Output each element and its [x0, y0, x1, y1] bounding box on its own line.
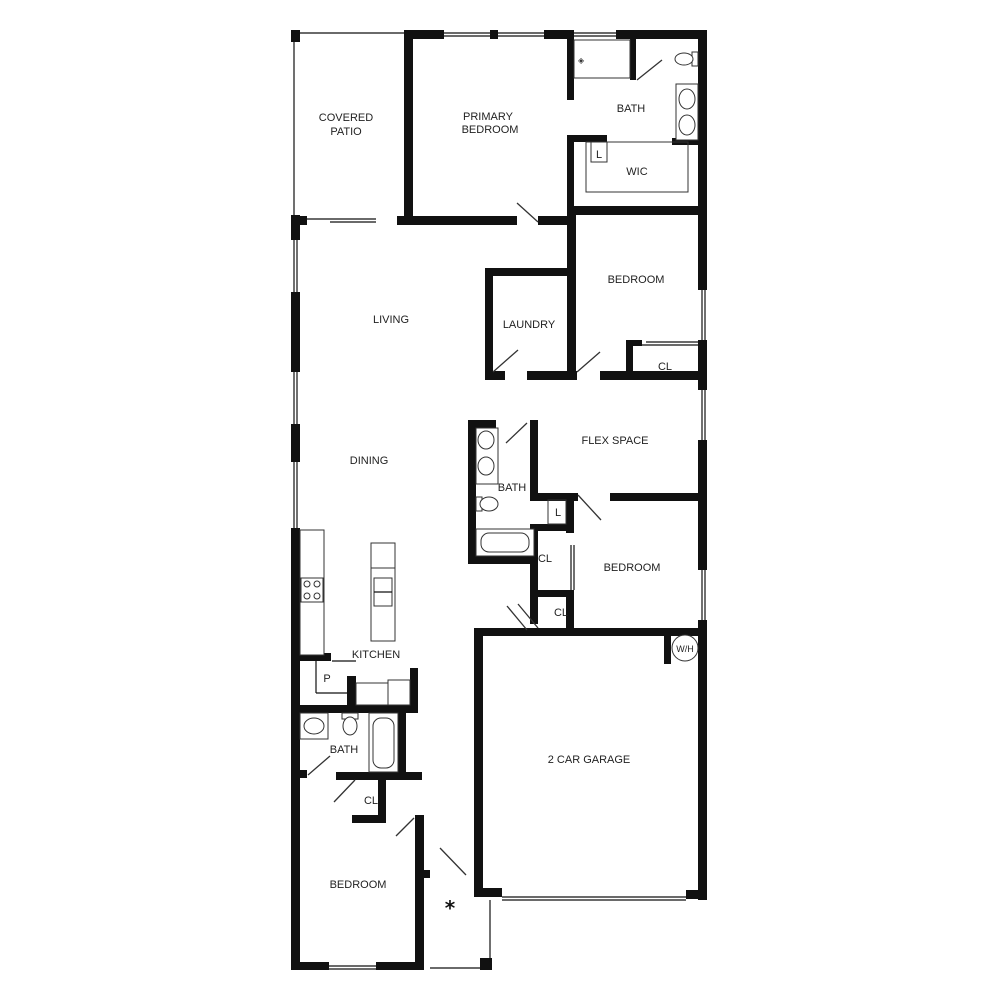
windows [293, 32, 706, 970]
garage-label: 2 CAR GARAGE [548, 754, 631, 766]
svg-text:◈: ◈ [578, 56, 585, 65]
walls [291, 30, 707, 970]
kitchen-label: KITCHEN [352, 649, 400, 661]
hall-closet-2-label: CL [554, 607, 568, 619]
bath-3-label: BATH [330, 744, 359, 756]
living-label: LIVING [373, 314, 409, 326]
linen-closet-box [547, 499, 567, 525]
room-labels: COVERED PATIO PRIMARY BEDROOM BATH WIC L… [319, 103, 694, 920]
covered-patio-label: COVERED [319, 112, 373, 124]
bath3-tub-icon [368, 712, 399, 773]
double-vanity-icon [675, 83, 699, 141]
bedroom-4-label: BEDROOM [330, 879, 387, 891]
laundry-label: LAUNDRY [503, 319, 556, 331]
hall-linen-label: L [555, 507, 561, 519]
flex-space-label: FLEX SPACE [581, 435, 648, 447]
primary-bedroom-label-2: BEDROOM [462, 124, 519, 136]
water-heater-icon [671, 634, 699, 662]
toilet-icon [674, 51, 699, 67]
wic-shelving [585, 141, 689, 193]
covered-patio-label-2: PATIO [330, 126, 362, 138]
bedroom-4-closet-label: CL [364, 795, 378, 807]
kitchen-back-counter [315, 660, 411, 706]
hall-vanity-icon [475, 427, 499, 485]
primary-bedroom-label: PRIMARY [463, 111, 514, 123]
hall-bath-label: BATH [498, 482, 527, 494]
bath3-sink-icon [299, 712, 329, 740]
bedroom-2-closet-label: CL [658, 361, 672, 373]
shower-icon: ◈ [573, 39, 631, 79]
pantry-label: P [323, 673, 330, 685]
fixtures: ◈ [299, 39, 699, 773]
entry-marker: * [445, 896, 456, 920]
dining-label: DINING [350, 455, 389, 467]
bedroom-2-label: BEDROOM [608, 274, 665, 286]
kitchen-island [370, 542, 396, 642]
wic-linen-box [590, 141, 608, 163]
doors [307, 59, 663, 876]
hall-closet-1-label: CL [538, 553, 552, 565]
primary-bath-label: BATH [617, 103, 646, 115]
wic-label: WIC [626, 166, 647, 178]
kitchen-counter [299, 529, 325, 656]
hall-toilet-icon [475, 496, 499, 512]
wic-linen-label: L [596, 149, 602, 161]
hall-tub-icon [475, 528, 535, 557]
water-heater-label: W/H [676, 644, 694, 654]
bedroom-3-label: BEDROOM [604, 562, 661, 574]
bath3-toilet-icon [341, 712, 359, 736]
